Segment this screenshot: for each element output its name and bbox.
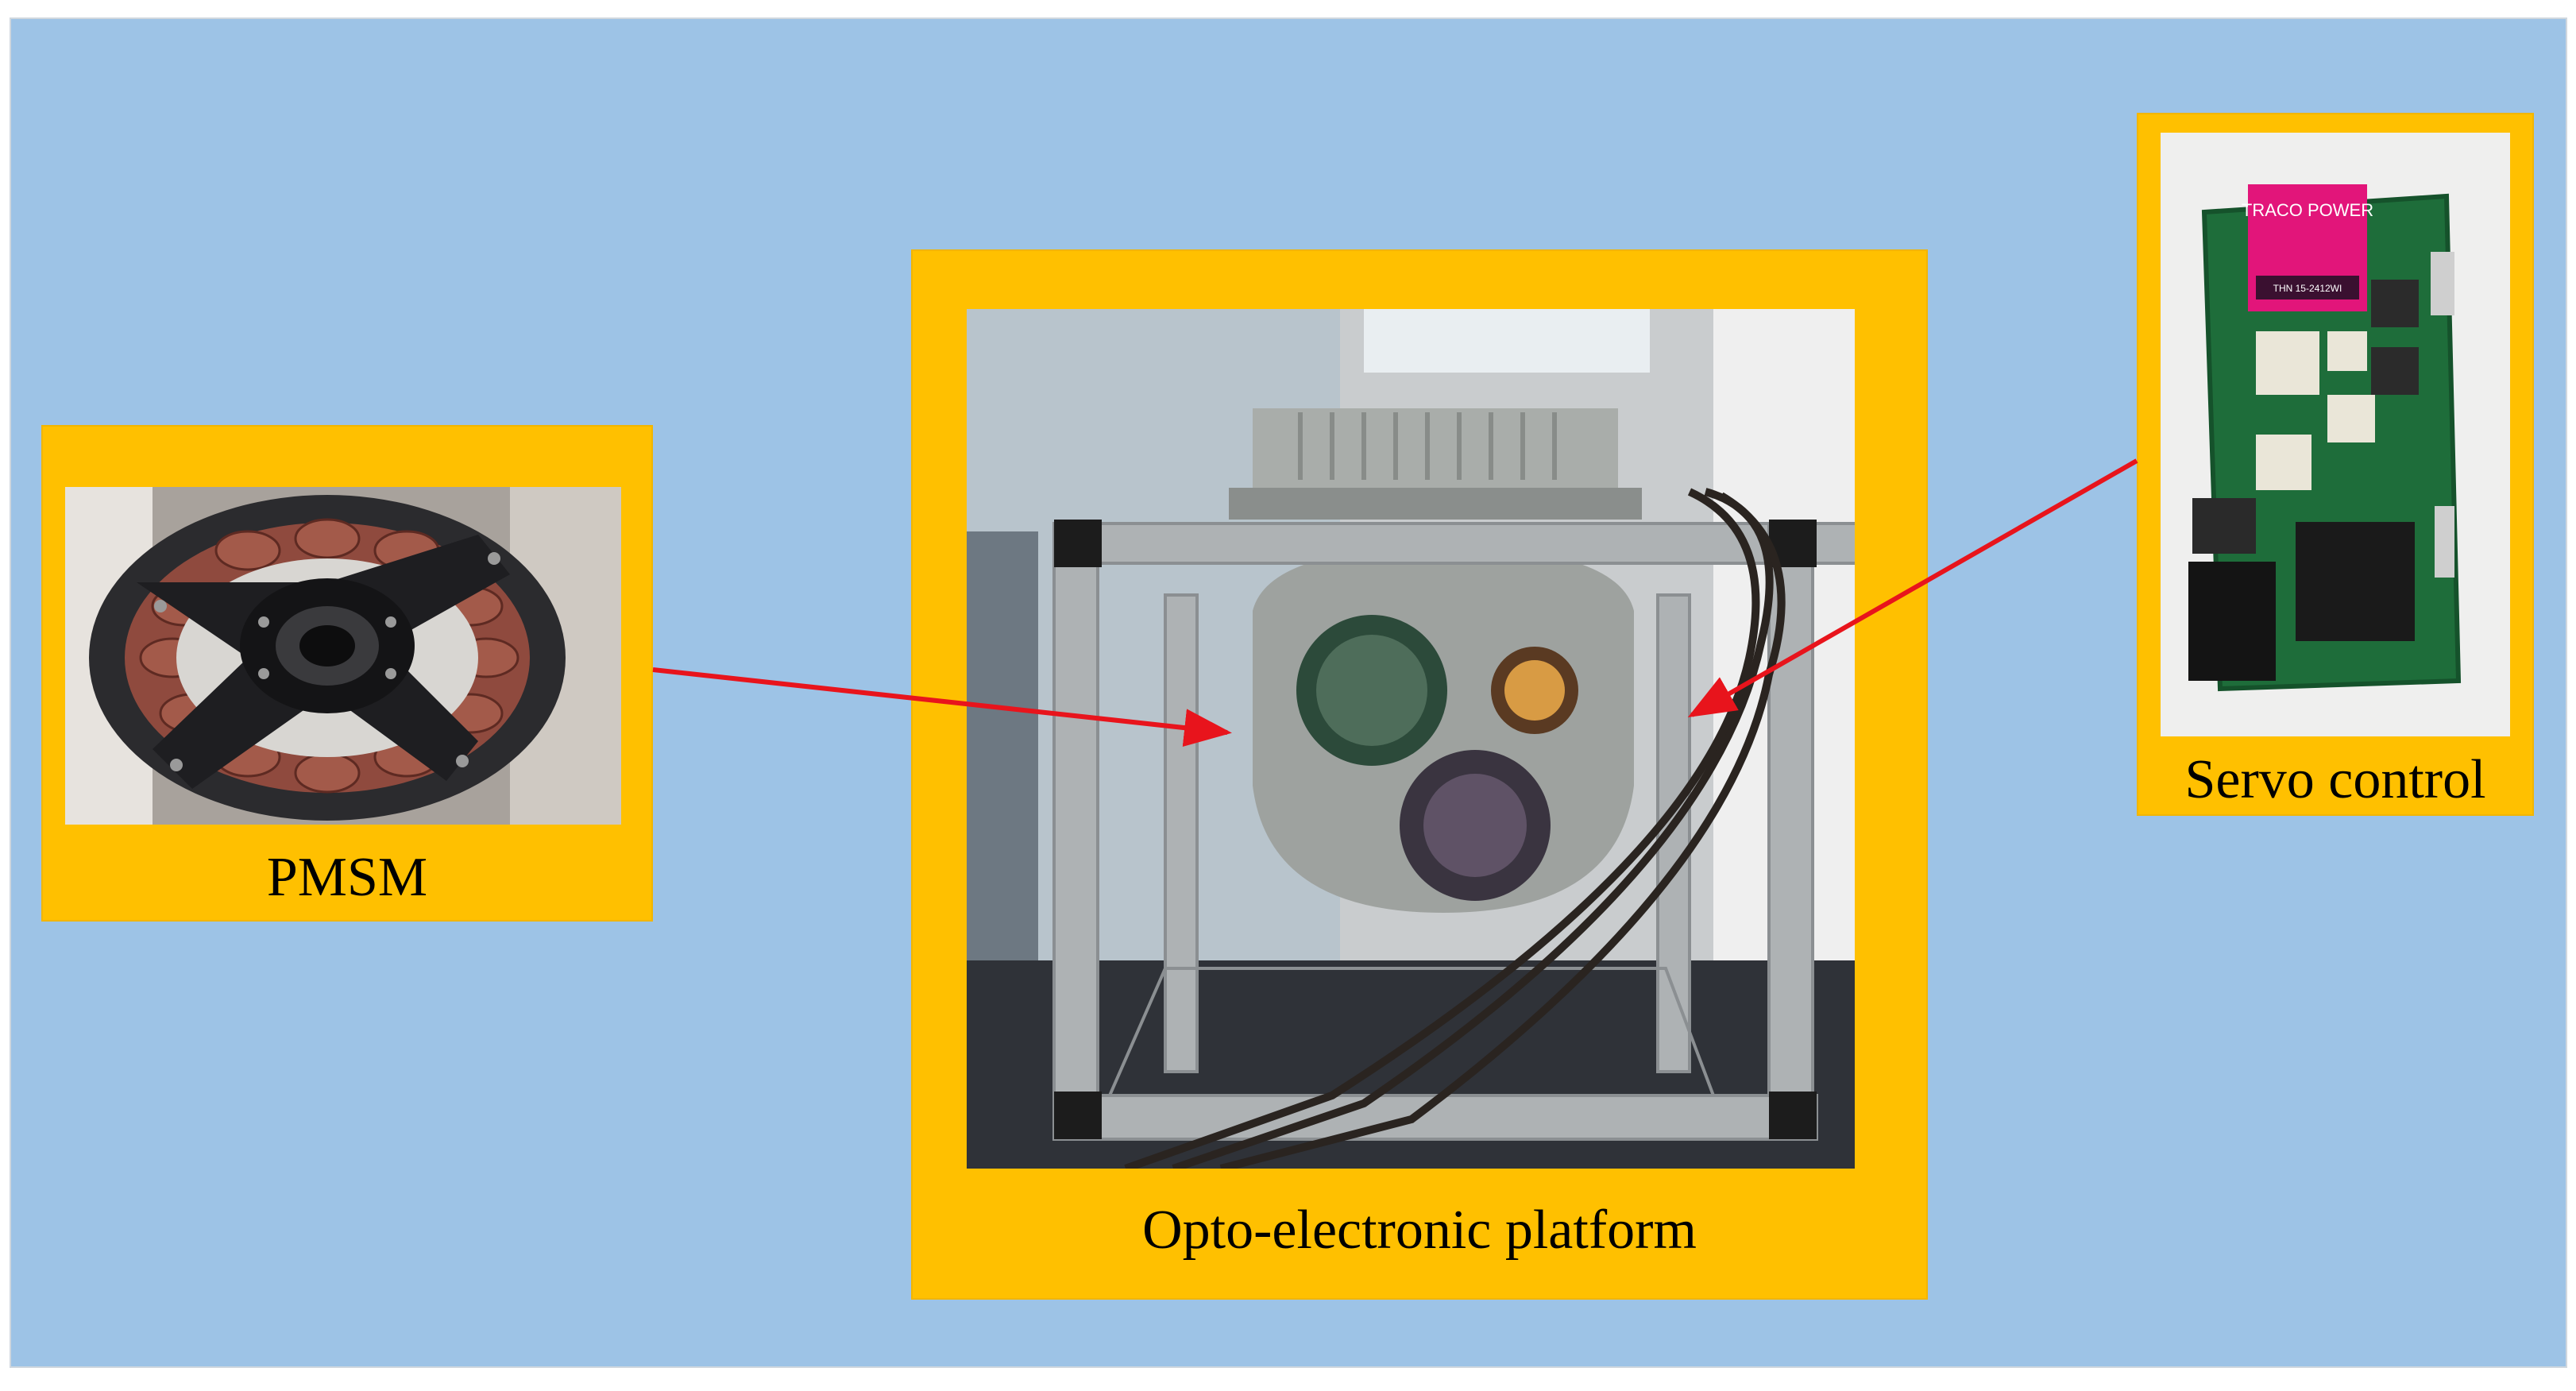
pmsm-motor-illustration	[65, 487, 621, 825]
servo-photo: TRACO POWER THN 15-2412WI	[2161, 133, 2510, 736]
pmsm-label: PMSM	[266, 847, 428, 908]
servo-panel: TRACO POWER THN 15-2412WI Servo control	[2137, 113, 2534, 816]
platform-photo	[967, 309, 1855, 1169]
platform-label: Opto-electronic platform	[1142, 1200, 1697, 1261]
platform-panel: Opto-electronic platform	[911, 249, 1928, 1300]
pmsm-panel: PMSM	[41, 425, 653, 922]
power-module-brand: TRACO POWER	[2242, 200, 2373, 220]
platform-illustration	[967, 309, 1855, 1169]
servo-board-illustration: TRACO POWER THN 15-2412WI	[2161, 133, 2510, 736]
arrow-servo-to-platform	[1687, 458, 2138, 717]
arrow-pmsm-to-platform	[652, 667, 1232, 747]
power-module-model: THN 15-2412WI	[2273, 283, 2342, 294]
pmsm-photo	[65, 487, 621, 825]
servo-label: Servo control	[2184, 749, 2486, 810]
